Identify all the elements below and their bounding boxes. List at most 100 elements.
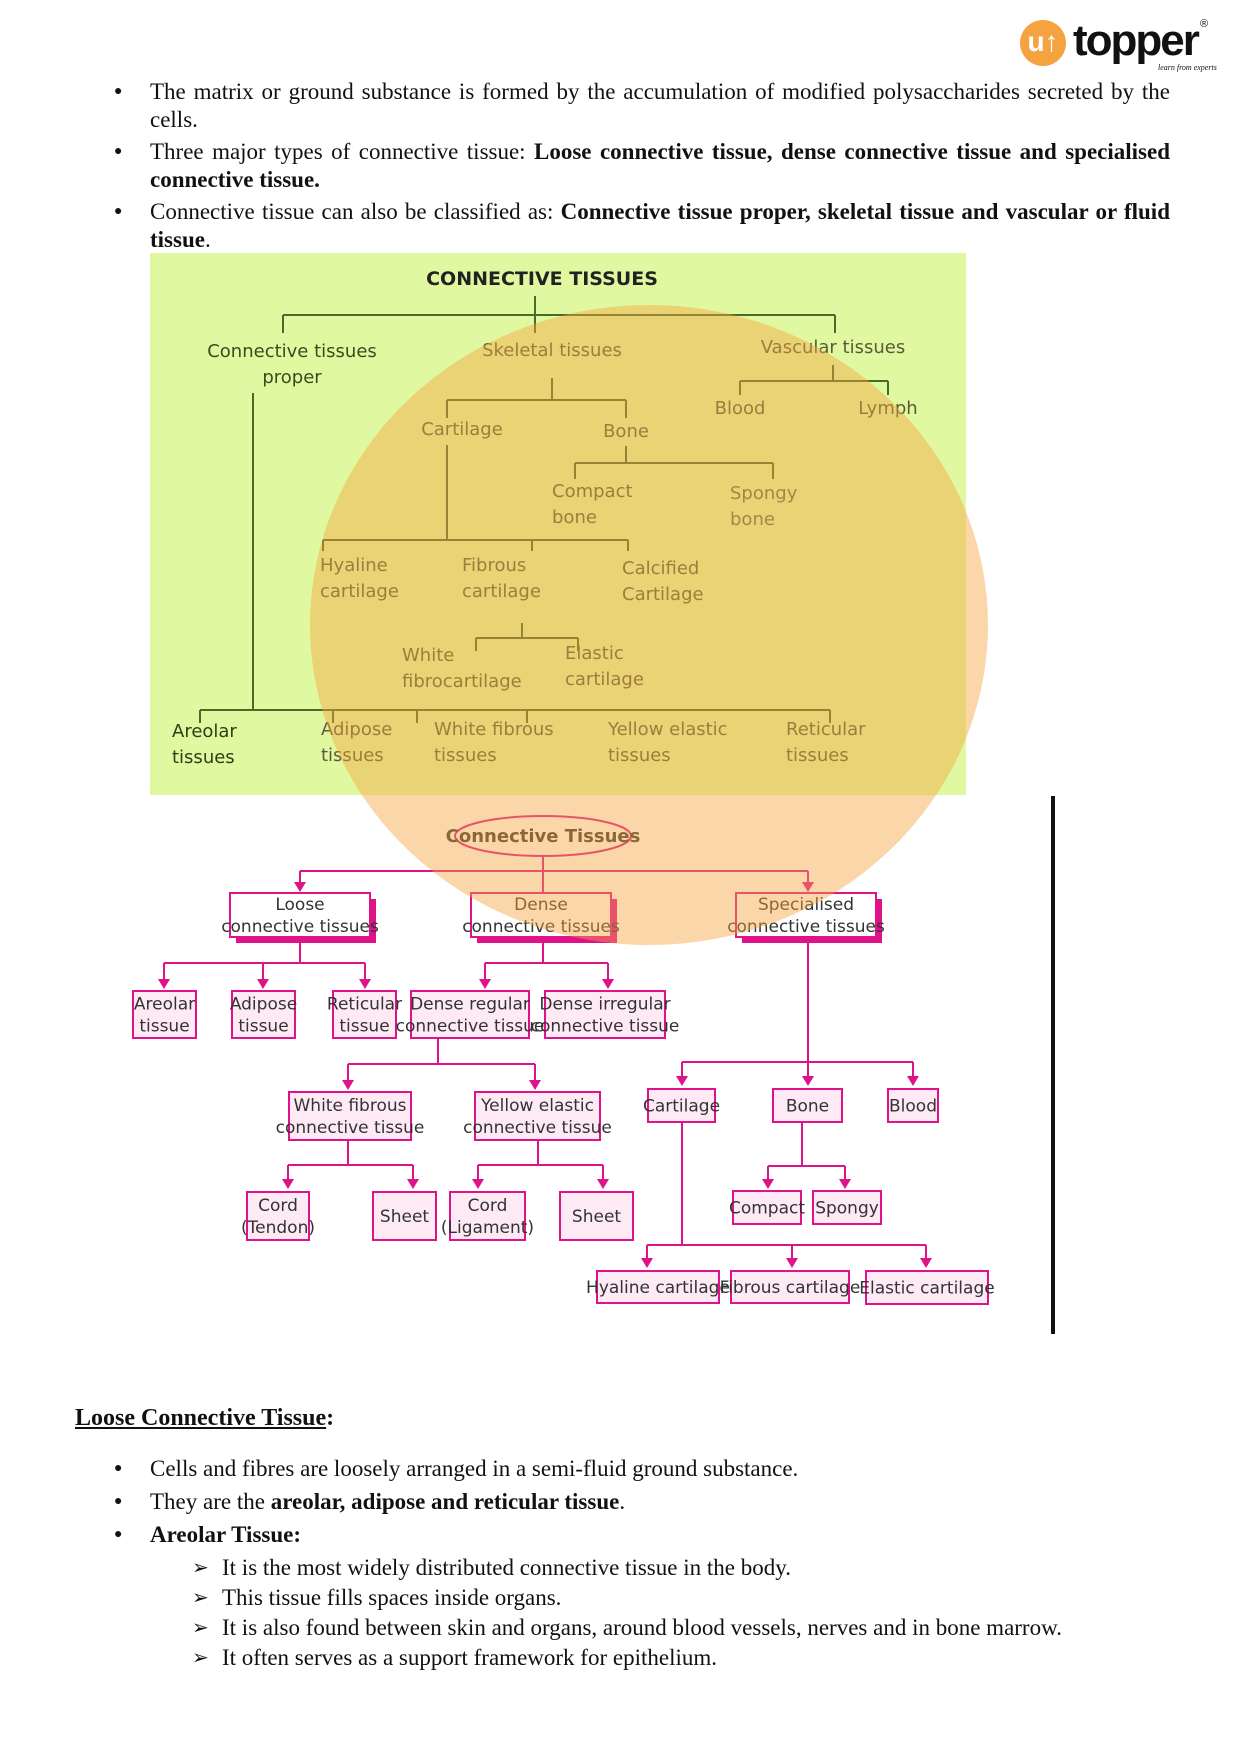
bullet-text: .	[619, 1489, 626, 1514]
arrow-down-icon	[907, 1076, 919, 1086]
node-bone: Bone	[786, 1097, 829, 1117]
bullet-item: ● Cells and fibres are loosely arranged i…	[110, 1454, 1190, 1484]
logo-tagline: learn from experts	[1158, 63, 1217, 72]
node-hyaline-cartilage: Hyaline	[320, 555, 388, 576]
node-white-fibrous-ct: White fibrous	[294, 1096, 407, 1116]
node-yellow-elastic-tissues: Yellow elastic	[607, 719, 728, 740]
arrow-down-icon	[786, 1258, 798, 1268]
node-cartilage: Cartilage	[421, 419, 503, 440]
node-elastic-cartilage: Elastic	[565, 643, 624, 664]
bullet-text: Three major types of connective tissue:	[150, 139, 535, 164]
node-adipose-tissue-box	[231, 990, 296, 1039]
node-specialised-connective: Specialised	[758, 895, 854, 915]
root-node-connective-tissues: Connective Tissues	[446, 826, 641, 847]
node-cord-ligament: Cord	[468, 1196, 508, 1216]
arrow-down-icon	[762, 1179, 774, 1189]
node-spongy-bone: Spongy	[730, 483, 798, 504]
arrow-down-icon	[802, 1076, 814, 1086]
bullet-icon: ●	[114, 1461, 123, 1476]
topper-logo: u↑ topper ® learn from experts	[1020, 16, 1220, 78]
bullet-icon: ●	[114, 1527, 123, 1542]
node-yellow-elastic-ct-box	[474, 1091, 601, 1141]
node-compact-box	[732, 1190, 802, 1225]
node-sheet-white: Sheet	[380, 1207, 429, 1227]
node-dense-connective: Dense	[514, 895, 568, 915]
arrow-down-icon	[920, 1258, 932, 1268]
sub-bullet-item: ➢This tissue fills spaces inside organs.	[110, 1583, 1190, 1613]
node-dense-regular: connective tissue	[396, 1017, 545, 1037]
node-dense-connective-box	[470, 892, 612, 938]
node-reticular-tissue: Reticular	[327, 995, 402, 1015]
node-white-fibrocartilage: White	[402, 645, 454, 666]
node-sheet-yellow-box	[559, 1191, 634, 1241]
loose-tissue-bullet-list: ● Cells and fibres are loosely arranged i…	[110, 1454, 1190, 1673]
node-fibrous-cartilage: cartilage	[462, 581, 541, 602]
node-sheet-white-box	[372, 1191, 437, 1241]
node-connective-tissue-proper: proper	[262, 367, 322, 388]
arrow-bullet-icon: ➢	[192, 1587, 209, 1609]
bullet-item: ● Three major types of connective tissue:…	[110, 138, 1170, 194]
node-reticular-tissues: Reticular	[786, 719, 866, 740]
sub-bullet-item: ➢It is the most widely distributed conne…	[110, 1553, 1190, 1583]
node-bone: Bone	[603, 421, 649, 442]
node-areolar-tissue: Areolar	[134, 995, 195, 1015]
node-spongy-box	[812, 1190, 882, 1225]
arrow-down-icon	[479, 979, 491, 989]
node-fibrous-cartilage: Fibrous cartilage	[720, 1278, 861, 1298]
node-areolar-tissue: tissue	[139, 1017, 189, 1037]
bullet-icon: ●	[114, 84, 123, 99]
bullet-text: .	[204, 227, 211, 252]
vertical-divider	[1051, 796, 1055, 1334]
bullet-text: Loose connective tissue, dense connectiv…	[150, 139, 1170, 192]
node-hyaline-cartilage: Hyaline cartilage	[586, 1278, 730, 1298]
diagram-title: CONNECTIVE TISSUES	[426, 268, 658, 290]
node-calcified-cartilage: Cartilage	[622, 584, 704, 605]
bullet-text: Connective tissue can also be classified…	[150, 199, 561, 224]
bullet-icon: ●	[114, 1494, 123, 1509]
arrow-down-icon	[597, 1179, 609, 1189]
node-hyaline-cartilage: cartilage	[320, 581, 399, 602]
node-fibrous-cartilage: Fibrous	[462, 555, 526, 576]
node-cord-ligament-box	[449, 1191, 526, 1241]
node-blood: Blood	[715, 398, 766, 419]
node-adipose-tissue: tissue	[238, 1017, 288, 1037]
arrow-down-icon	[802, 882, 814, 892]
node-cartilage: Cartilage	[643, 1097, 720, 1117]
bullet-item: ●The matrix or ground substance is forme…	[110, 78, 1170, 134]
node-loose-connective: Loose	[275, 895, 324, 915]
node-dense-irregular: connective tissue	[531, 1017, 680, 1037]
node-areolar-tissues: Areolar	[172, 721, 237, 742]
arrow-down-icon	[529, 1080, 541, 1090]
node-cord-ligament: (Ligament)	[441, 1218, 534, 1238]
node-vascular-tissues: Vascular tissues	[761, 337, 905, 358]
node-specialised-connective-box	[735, 892, 877, 938]
node-areolar-tissue-box	[132, 990, 197, 1039]
node-dense-irregular-box	[544, 990, 666, 1039]
arrow-down-icon	[257, 979, 269, 989]
node-dense-irregular: Dense irregular	[539, 995, 670, 1015]
sub-bullet-text: It is also found between skin and organs…	[222, 1615, 1062, 1640]
node-blood: Blood	[889, 1097, 937, 1117]
arrow-down-icon	[359, 979, 371, 989]
bullet-icon: ●	[114, 144, 123, 159]
node-dense-regular: Dense regular	[410, 995, 530, 1015]
bullet-text: Cells and fibres are loosely arranged in…	[150, 1456, 799, 1481]
sub-bullet-text: It is the most widely distributed connec…	[222, 1555, 791, 1580]
node-calcified-cartilage: Calcified	[622, 558, 699, 579]
node-yellow-elastic-ct: Yellow elastic	[480, 1096, 594, 1116]
node-loose-connective-box	[229, 892, 371, 938]
node-cord-tendon: (Tendon)	[241, 1218, 315, 1238]
node-white-fibrous-tissues: White fibrous	[434, 719, 554, 740]
node-cartilage-box	[647, 1088, 716, 1123]
sub-bullet-item: ➢It often serves as a support framework …	[110, 1643, 1190, 1673]
section-heading: Loose Connective Tissue:	[75, 1405, 335, 1431]
node-elastic-cartilage: cartilage	[565, 669, 644, 690]
node-spongy: Spongy	[815, 1199, 879, 1219]
node-areolar-tissues: tissues	[172, 747, 235, 768]
sub-bullet-text: It often serves as a support framework f…	[222, 1645, 717, 1670]
arrow-down-icon	[158, 979, 170, 989]
node-yellow-elastic-ct: connective tissue	[463, 1118, 612, 1138]
node-skeletal-tissues: Skeletal tissues	[482, 340, 622, 361]
node-white-fibrous-tissues: tissues	[434, 745, 497, 766]
